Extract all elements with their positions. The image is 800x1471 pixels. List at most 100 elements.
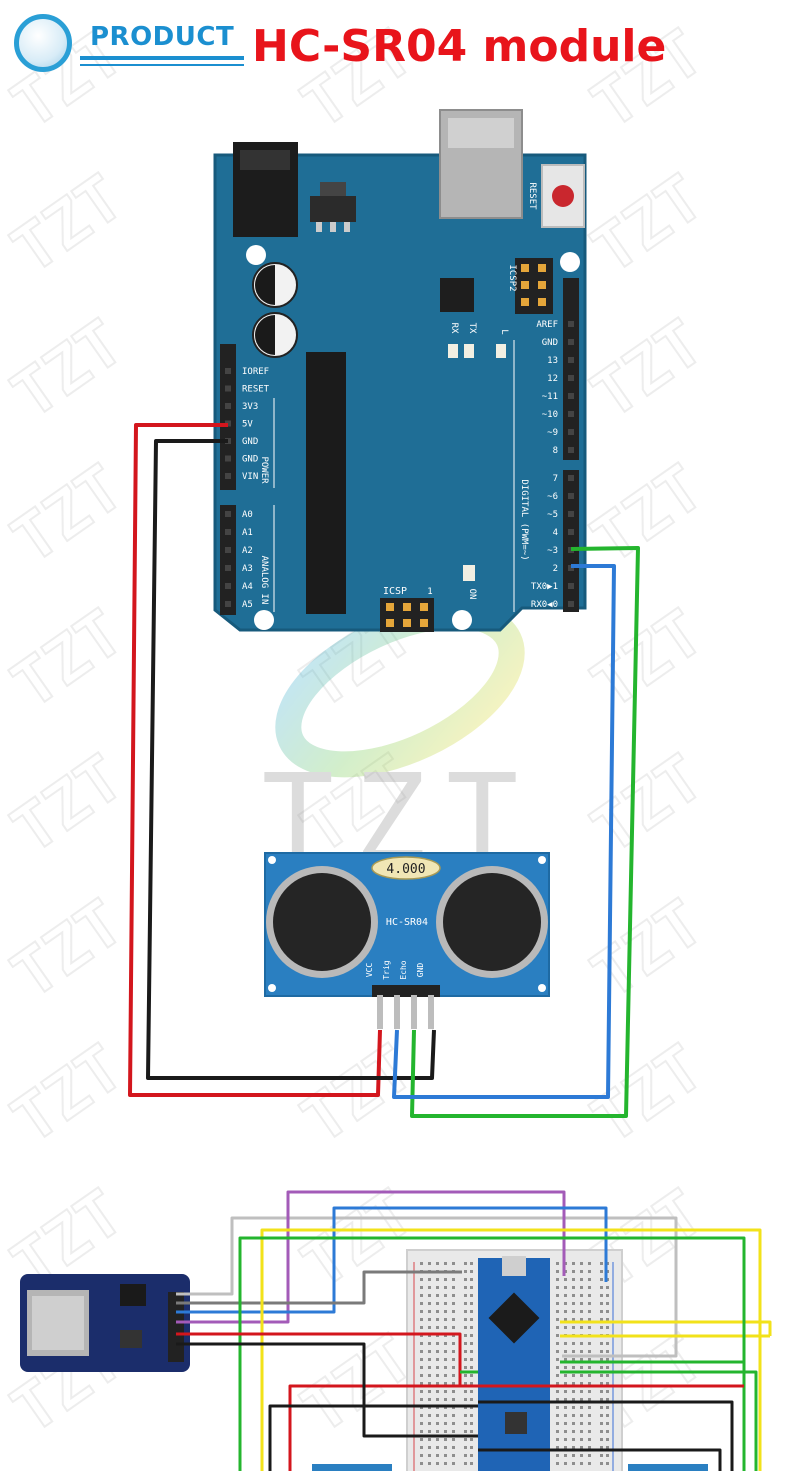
breadboard-hole <box>444 1302 447 1305</box>
breadboard-hole <box>588 1462 591 1465</box>
breadboard-hole <box>580 1374 583 1377</box>
breadboard-hole <box>564 1454 567 1457</box>
breadboard-hole <box>420 1294 423 1297</box>
breadboard-hole <box>600 1318 603 1321</box>
pin-socket <box>225 385 231 392</box>
breadboard-hole <box>580 1414 583 1417</box>
breadboard-hole <box>428 1310 431 1313</box>
breadboard-hole <box>452 1446 455 1449</box>
wire-black-lower <box>176 1342 478 1438</box>
breadboard-hole <box>572 1326 575 1329</box>
wire-purple <box>176 1190 566 1324</box>
breadboard-hole <box>452 1358 455 1361</box>
pin-label: ~11 <box>542 392 558 402</box>
breadboard-hole <box>470 1398 473 1401</box>
breadboard-hole <box>572 1462 575 1465</box>
breadboard-hole <box>580 1302 583 1305</box>
breadboard-hole <box>606 1366 609 1369</box>
breadboard-hole <box>606 1326 609 1329</box>
breadboard-hole <box>452 1342 455 1345</box>
breadboard-hole <box>428 1318 431 1321</box>
breadboard-hole <box>420 1398 423 1401</box>
breadboard-hole <box>580 1430 583 1433</box>
pin-socket <box>568 357 574 363</box>
breadboard-hole <box>444 1366 447 1369</box>
breadboard-hole <box>470 1342 473 1345</box>
breadboard-hole <box>580 1342 583 1345</box>
pin-label: ~6 <box>547 492 558 502</box>
breadboard-hole <box>452 1294 455 1297</box>
breadboard-hole <box>572 1302 575 1305</box>
breadboard-hole <box>436 1286 439 1289</box>
breadboard-hole <box>470 1422 473 1425</box>
rx-led <box>448 344 458 358</box>
watermark-text: TZT <box>0 741 137 868</box>
breadboard-hole <box>436 1302 439 1305</box>
pin-label: GND <box>242 455 258 465</box>
breadboard-hole <box>436 1430 439 1433</box>
wire-red-lower <box>176 1332 462 1386</box>
breadboard-hole <box>588 1286 591 1289</box>
breadboard-hole <box>470 1414 473 1417</box>
breadboard-hole <box>444 1414 447 1417</box>
breadboard-hole <box>464 1302 467 1305</box>
breadboard-hole <box>452 1390 455 1393</box>
breadboard-hole <box>428 1286 431 1289</box>
breadboard-hole <box>600 1302 603 1305</box>
breadboard-hole <box>464 1286 467 1289</box>
pin-socket <box>568 375 574 381</box>
breadboard-hole <box>428 1262 431 1265</box>
breadboard-hole <box>600 1358 603 1361</box>
breadboard-hole <box>464 1342 467 1345</box>
breadboard-hole <box>580 1422 583 1425</box>
breadboard-hole <box>588 1422 591 1425</box>
page-title: HC-SR04 module <box>252 21 667 72</box>
breadboard-hole <box>600 1270 603 1273</box>
breadboard-hole <box>464 1430 467 1433</box>
badge-underline <box>80 56 244 60</box>
breadboard-hole <box>452 1326 455 1329</box>
breadboard-hole <box>600 1262 603 1265</box>
breadboard-hole <box>470 1270 473 1273</box>
breadboard-hole <box>580 1366 583 1369</box>
breadboard-hole <box>444 1350 447 1353</box>
breadboard-hole <box>580 1454 583 1457</box>
breadboard-hole <box>588 1366 591 1369</box>
lower-wiring-diagram <box>20 1190 772 1471</box>
pin-label: A3 <box>242 564 253 574</box>
crystal <box>371 856 441 880</box>
breadboard-hole <box>606 1398 609 1401</box>
breadboard-hole <box>452 1318 455 1321</box>
breadboard-hole <box>464 1422 467 1425</box>
breadboard-hole <box>436 1374 439 1377</box>
breadboard-hole <box>428 1462 431 1465</box>
breadboard-hole <box>606 1310 609 1313</box>
breadboard-hole <box>470 1454 473 1457</box>
breadboard-hole <box>556 1358 559 1361</box>
breadboard-hole <box>600 1350 603 1353</box>
breadboard-hole <box>428 1446 431 1449</box>
usb-chip <box>440 278 474 312</box>
breadboard-hole <box>470 1462 473 1465</box>
breadboard-hole <box>436 1294 439 1297</box>
breadboard-hole <box>588 1398 591 1401</box>
pin-socket <box>225 547 231 553</box>
breadboard-hole <box>444 1310 447 1313</box>
breadboard-hole <box>556 1334 559 1337</box>
pin-label: 7 <box>553 474 558 484</box>
breadboard-hole <box>564 1406 567 1409</box>
breadboard-hole <box>600 1446 603 1449</box>
breadboard-hole <box>572 1454 575 1457</box>
breadboard-hole <box>556 1310 559 1313</box>
breadboard-hole <box>452 1414 455 1417</box>
pin-socket <box>568 475 574 481</box>
pin-label: 4 <box>553 528 558 538</box>
breadboard-hole <box>564 1286 567 1289</box>
pin-socket <box>225 565 231 571</box>
breadboard-hole <box>564 1462 567 1465</box>
sensor-pin-label: VCC <box>365 963 374 978</box>
breadboard-hole <box>452 1462 455 1465</box>
breadboard-hole <box>420 1422 423 1425</box>
